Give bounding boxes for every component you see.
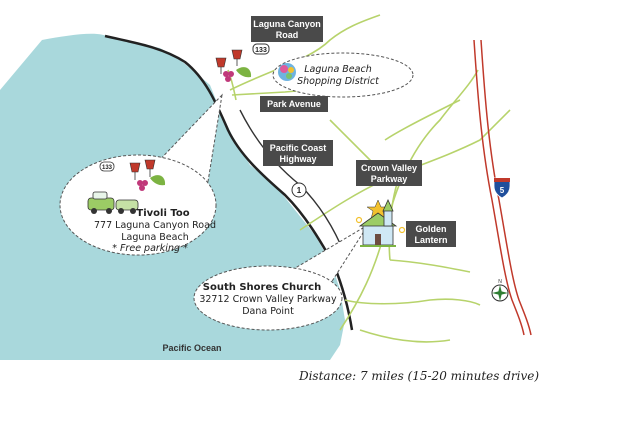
route-133-bubble-number: 133 <box>102 165 113 171</box>
label-crown-valley-parkway: Crown Valley Parkway <box>356 160 422 186</box>
i5-shield-number: 5 <box>500 186 505 195</box>
shopping-district-line2: Shopping District <box>297 76 380 87</box>
tivoli-map-icon <box>215 49 252 82</box>
route-133-number: 133 <box>255 47 267 54</box>
crown-valley-parkway-line1: Crown Valley <box>361 163 417 173</box>
route-1-number: 1 <box>297 186 302 195</box>
tivoli-name: Tivoli Too <box>136 208 189 219</box>
shopping-district-bubble <box>272 52 414 98</box>
tivoli-parking-note: * Free parking * <box>112 243 188 254</box>
shopping-district-line1: Laguna Beach <box>304 64 371 75</box>
compass-north: N <box>498 279 502 285</box>
church-icon <box>355 199 406 247</box>
tivoli-address-line1: 777 Laguna Canyon Road <box>94 220 216 231</box>
church-bubble <box>193 265 343 331</box>
interstate-5-shield: 5 <box>493 177 511 199</box>
laguna-canyon-road-line1: Laguna Canyon <box>253 19 321 29</box>
label-pacific-coast-highway: Pacific Coast Highway <box>263 140 333 166</box>
car-icon <box>87 191 139 214</box>
interstate-5 <box>473 39 532 336</box>
tivoli-address-line2: Laguna Beach <box>121 232 188 243</box>
church-address-line1: 32712 Crown Valley Parkway <box>199 294 337 305</box>
pacific-ocean-label: Pacific Ocean <box>162 343 221 353</box>
golden-lantern-line1: Golden <box>416 224 447 234</box>
park-avenue-text: Park Avenue <box>267 99 321 109</box>
green-roads <box>227 14 511 343</box>
route-1-shield: 1 <box>291 182 307 198</box>
pacific-coast-highway-line1: Pacific Coast <box>270 143 327 153</box>
golden-lantern-line2: Lantern <box>414 235 447 245</box>
label-laguna-canyon-road: Laguna Canyon Road <box>251 16 323 42</box>
wine-icon <box>129 159 166 191</box>
route-133-shield: 133 <box>252 43 270 55</box>
shopping-district-icon <box>278 63 296 81</box>
distance-note: Distance: 7 miles (15-20 minutes drive) <box>298 369 539 383</box>
pacific-coast-highway-line2: Highway <box>279 154 316 164</box>
label-park-avenue: Park Avenue <box>260 96 328 112</box>
route-133-bubble-shield: 133 <box>99 161 115 172</box>
crown-valley-parkway-line2: Parkway <box>371 174 408 184</box>
label-golden-lantern: Golden Lantern <box>406 221 456 247</box>
compass-icon: N <box>491 279 509 302</box>
laguna-canyon-road-line2: Road <box>276 30 299 40</box>
church-address-line2: Dana Point <box>242 306 294 317</box>
church-name: South Shores Church <box>203 282 321 293</box>
